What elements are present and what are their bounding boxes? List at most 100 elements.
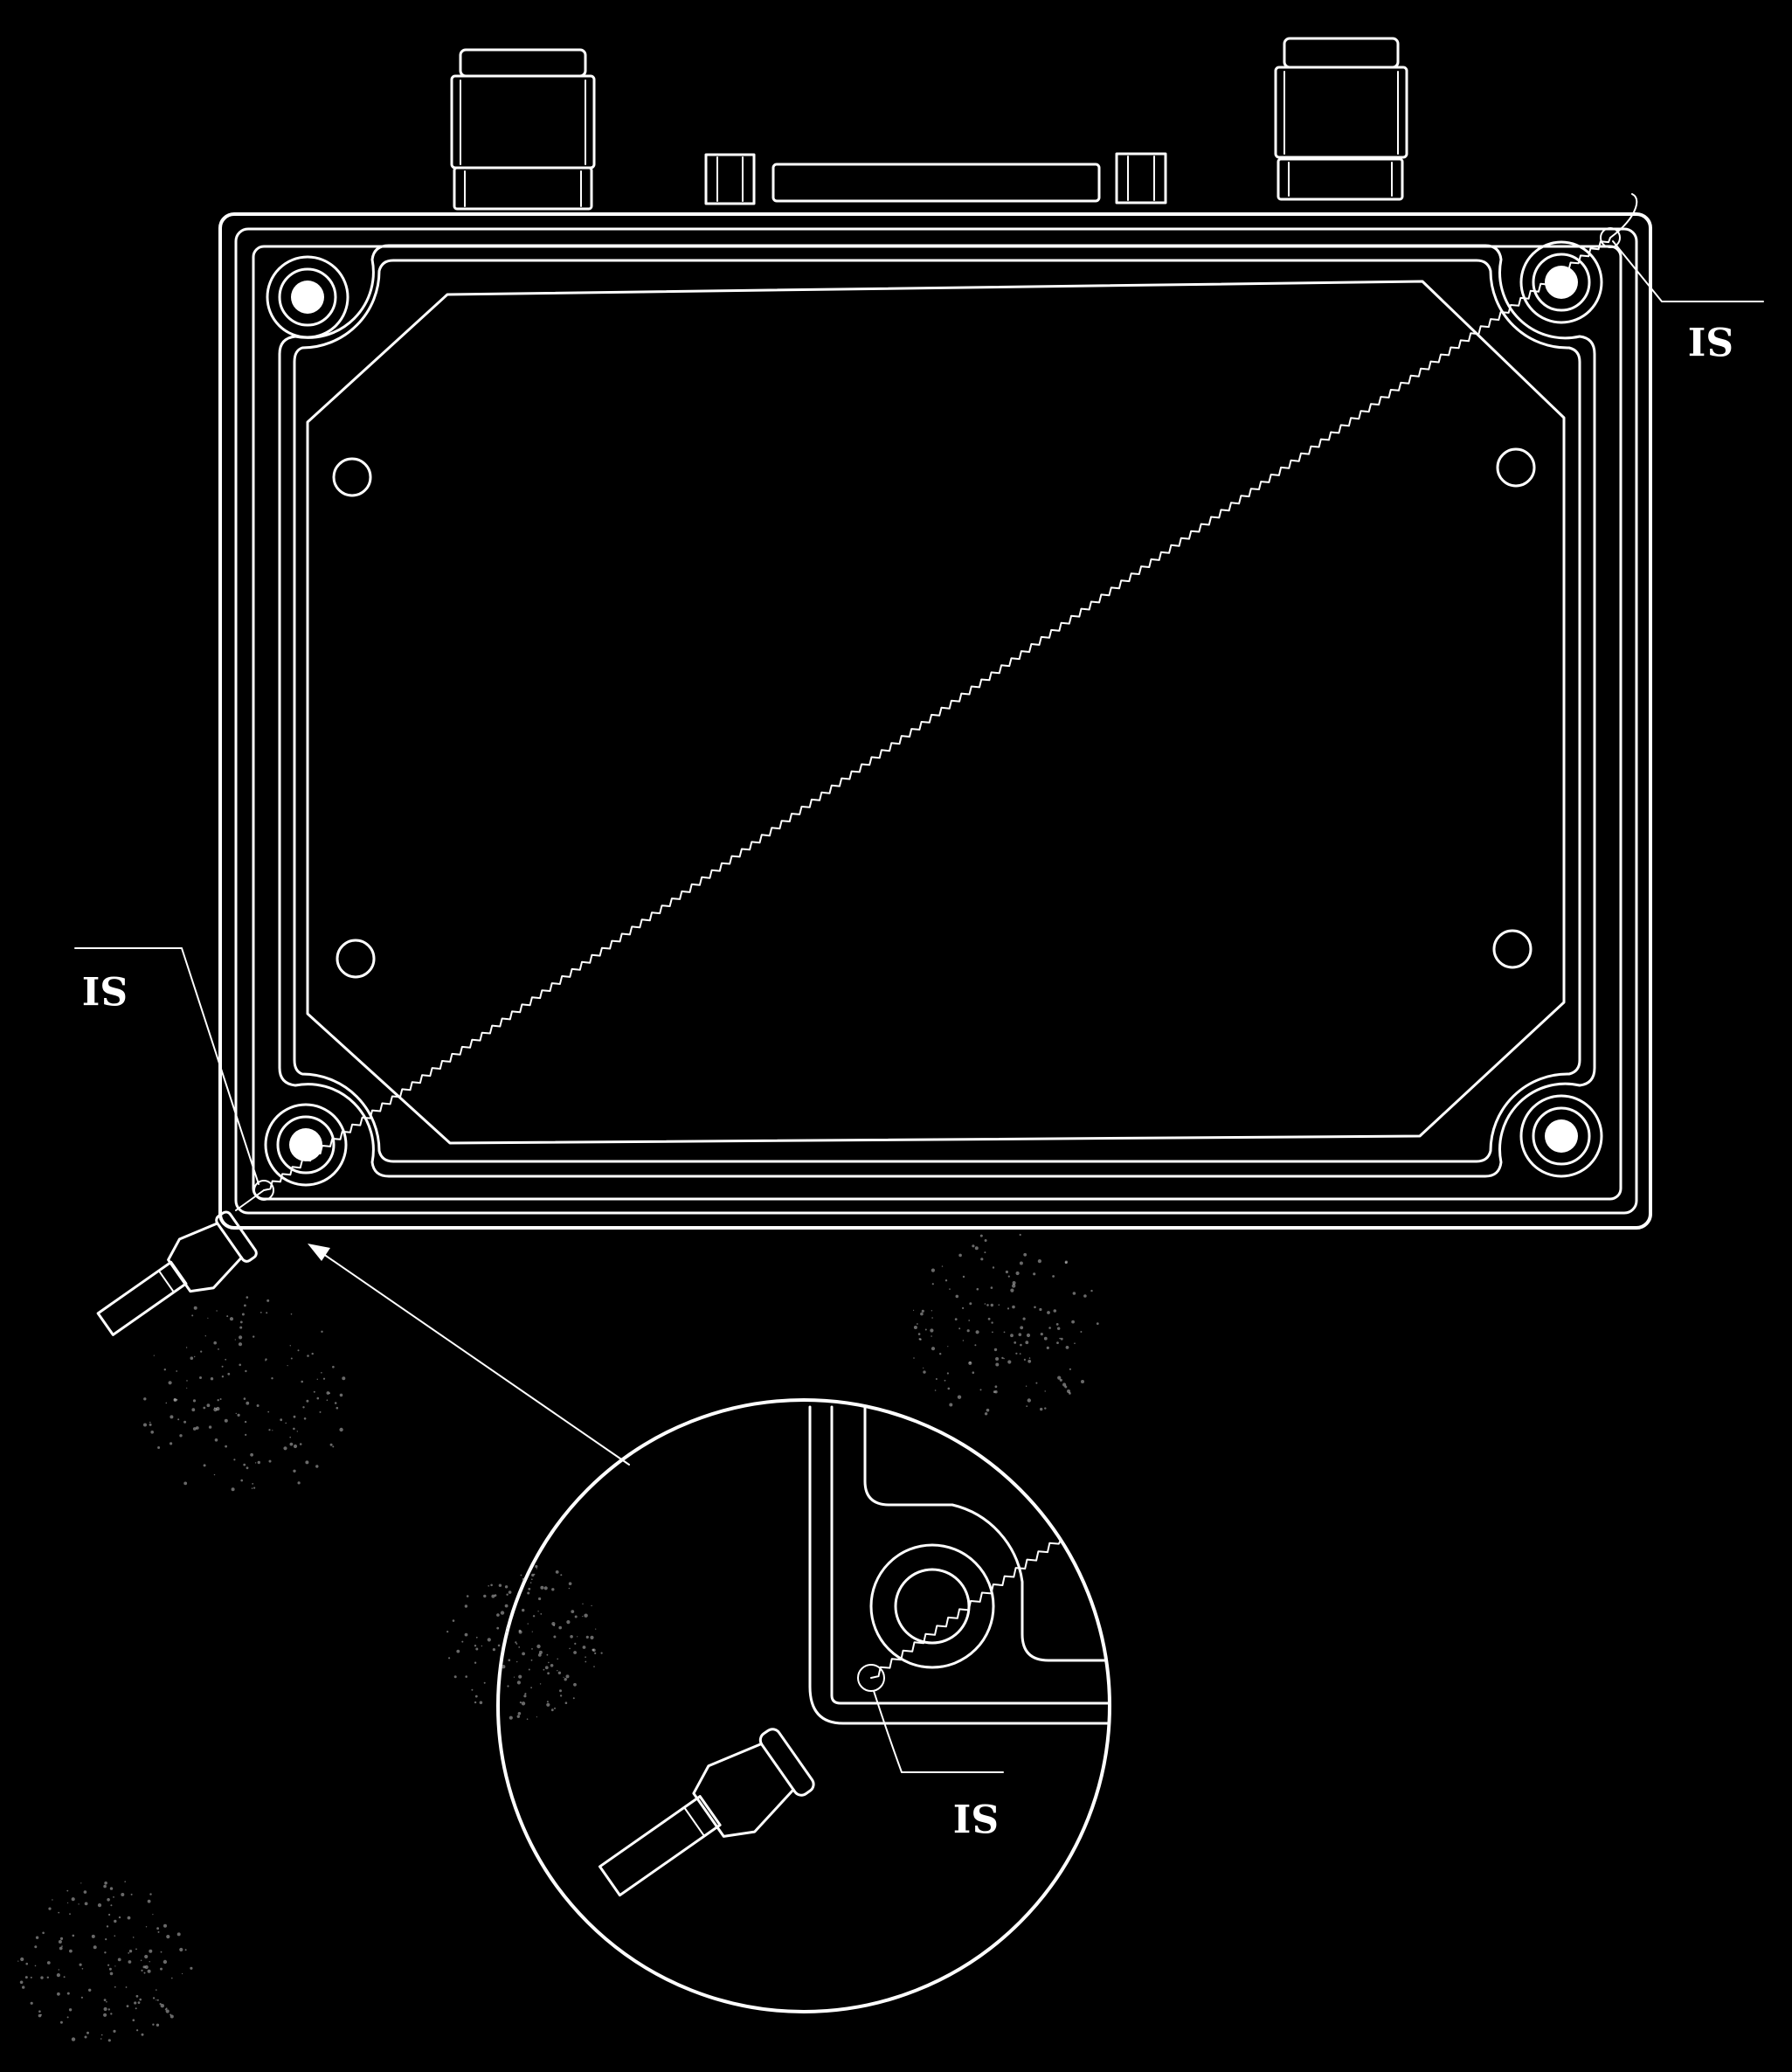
noise-speck [177,1418,180,1421]
noise-speck [192,1399,197,1403]
noise-speck [143,1972,146,1974]
noise-speck [280,1418,283,1422]
noise-speck [465,1675,467,1678]
noise-speck [243,1463,246,1466]
enclosure-rim [234,227,1638,1215]
noise-speck [979,1234,983,1237]
noise-speck [124,1881,126,1882]
noise-speck [266,1312,268,1314]
noise-speck [535,1564,538,1569]
noise-speck [217,1399,219,1402]
noise-speck [332,1365,335,1369]
noise-speck [114,1935,116,1937]
noise-speck [147,1969,151,1973]
noise-speck [105,1938,107,1941]
noise-speck [1064,1260,1069,1264]
noise-speck [1096,1322,1099,1325]
noise-speck [104,1881,107,1885]
noise-speck [254,1462,257,1464]
noise-speck [543,1668,545,1671]
noise-speck [100,2038,102,2040]
noise-speck [923,1367,924,1369]
noise-speck [913,1357,915,1359]
noise-speck [560,1574,563,1577]
noise-speck [35,1936,39,1939]
noise-speck [134,2001,137,2005]
noise-speck [962,1275,965,1279]
noise-speck [539,1683,542,1685]
noise-speck [492,1648,496,1652]
noise-speck [147,1899,151,1903]
noise-speck [293,1469,296,1473]
noise-speck [336,1406,339,1410]
noise-speck [1040,1333,1043,1336]
noise-speck [1018,1333,1022,1336]
noise-speck [546,1702,550,1707]
noise-speck [339,1393,343,1397]
noise-speck [173,1398,176,1401]
noise-speck [160,1951,163,1953]
noise-speck [946,1372,949,1375]
noise-speck [1003,1331,1006,1334]
noise-speck [1025,1341,1029,1345]
noise-speck [568,1582,572,1585]
noise-speck [114,1965,116,1967]
noise-speck [306,1399,309,1403]
noise-speck [1025,1385,1027,1387]
mounting-hole-bottom-left [264,1103,348,1187]
seal-wire [263,237,1611,1191]
noise-speck [253,1335,255,1338]
noise-speck [980,1258,984,1261]
noise-speck [504,1585,509,1589]
noise-speck [555,1570,559,1574]
noise-speck [159,2003,162,2006]
noise-speck [955,1294,959,1299]
cable-gland-right [1274,37,1408,201]
noise-speck [475,1636,478,1639]
noise-speck [1003,1357,1005,1360]
noise-speck [553,1625,556,1626]
noise-speck [518,1674,522,1679]
noise-speck [573,1682,577,1687]
noise-speck [569,1647,571,1650]
noise-speck [305,1460,309,1465]
noise-speck [257,1460,260,1465]
noise-speck [301,1380,304,1383]
noise-speck [179,1947,183,1952]
noise-speck [326,1391,330,1395]
noise-speck [582,1646,586,1649]
noise-speck [448,1657,451,1660]
noise-speck [496,1613,500,1617]
noise-speck [934,1389,937,1391]
noise-speck [132,1937,135,1938]
noise-speck [107,1898,110,1902]
noise-speck [149,1893,152,1895]
noise-speck [311,1352,314,1355]
noise-speck [239,1326,243,1329]
noise-speck [464,1632,468,1637]
noise-speck [287,1365,288,1367]
noise-speck [931,1335,932,1337]
noise-speck [145,1926,148,1928]
noise-speck [573,1651,577,1654]
noise-speck [163,1959,168,1965]
noise-speck [144,1965,149,1970]
noise-speck [100,2034,103,2036]
noise-speck [1062,1382,1067,1387]
noise-speck [293,1444,298,1449]
noise-speck [149,1421,151,1424]
noise-speck [42,1931,45,1935]
noise-speck [522,1652,525,1656]
noise-speck [34,1945,38,1949]
noise-speck [233,1459,236,1461]
noise-speck [144,1954,149,1959]
noise-speck [299,1443,302,1445]
noise-speck [30,2001,33,2005]
noise-speck [252,1483,254,1485]
noise-speck [163,1369,166,1371]
noise-speck [216,1310,218,1312]
noise-speck [570,1635,573,1639]
noise-speck [170,2014,174,2019]
noise-speck [128,1960,132,1964]
noise-speck [207,1317,209,1319]
